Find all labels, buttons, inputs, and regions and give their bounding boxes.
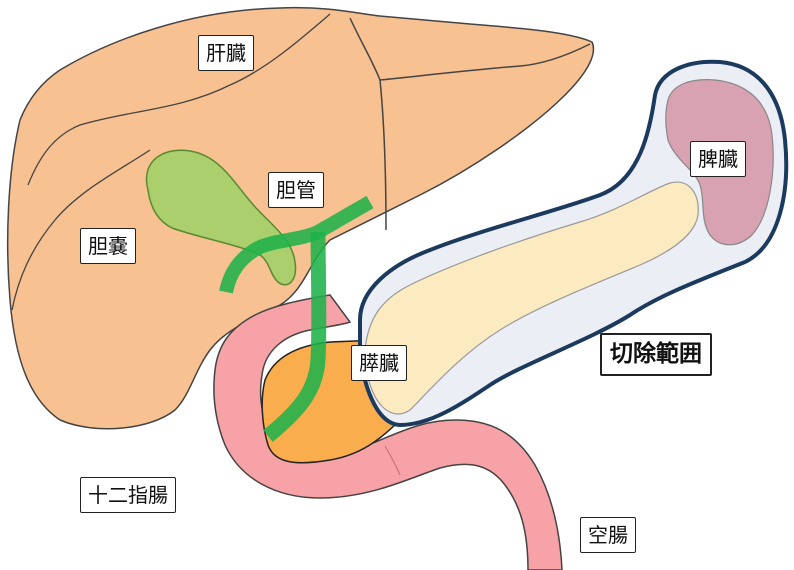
liver-label: 肝臓 [198,35,254,71]
duodenum-label: 十二指腸 [80,477,176,513]
resection-range-label: 切除範囲 [600,333,712,376]
pancreas-body [364,181,699,415]
jejunum-label: 空腸 [580,517,636,553]
bile-duct [219,195,374,442]
spleen-label: 脾臓 [690,141,746,177]
resection-range [358,59,789,427]
pancreas-label: 膵臓 [351,345,407,381]
gallbladder-label: 胆嚢 [80,228,136,264]
bile-duct-label: 胆管 [268,172,324,208]
